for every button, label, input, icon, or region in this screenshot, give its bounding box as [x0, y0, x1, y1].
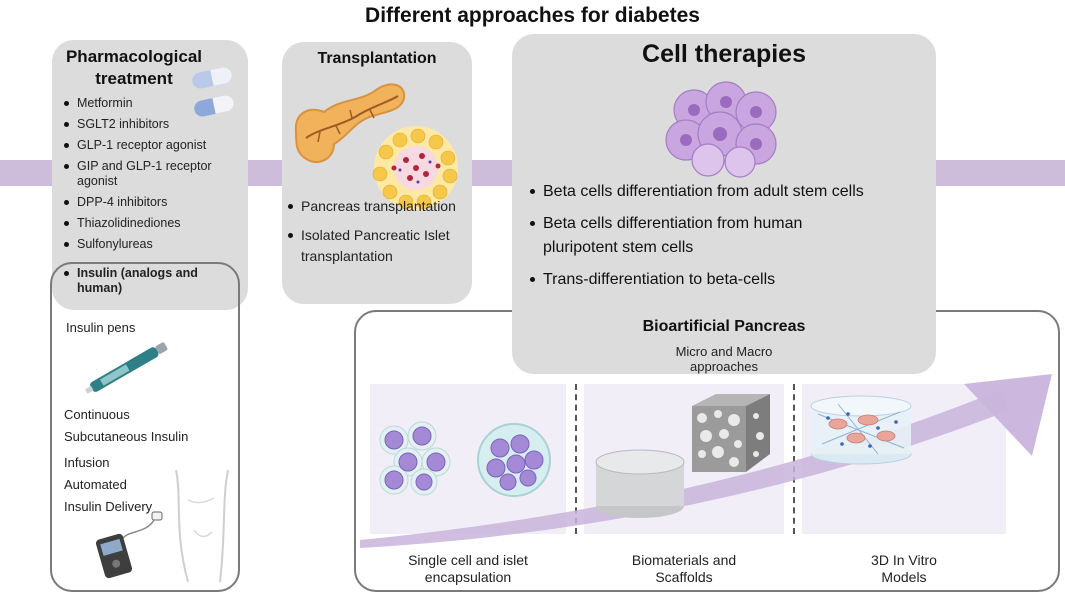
pancreas-icon [294, 83, 406, 163]
cell-therapies-heading: Cell therapies [642, 40, 806, 68]
drug-item: DPP-4 inhibitors [64, 195, 224, 210]
pharmacological-list: Metformin SGLT2 inhibitors GLP-1 recepto… [64, 96, 224, 258]
insulin-pen-icon [84, 342, 168, 394]
bioartificial-heading: Bioartificial Pancreas [642, 318, 806, 335]
islet-icon [372, 126, 458, 210]
cell-therapy-item: Beta cells differentiation from adult st… [530, 180, 930, 204]
drug-item: Thiazolidinediones [64, 216, 224, 231]
cell-therapy-item: Trans-differentiation to beta-cells [530, 268, 930, 292]
transplant-item: Pancreas transplantation [288, 196, 466, 217]
divider [575, 384, 577, 534]
drug-item: GLP-1 receptor agonist [64, 138, 224, 153]
encapsulation-icon [379, 421, 551, 497]
divider [793, 384, 795, 534]
caption-invitro: 3D In Vitro Models [871, 552, 937, 585]
bioartificial-subtitle: Micro and Macro approaches [675, 344, 773, 374]
insulin-pump-icon [95, 469, 229, 583]
stem-cells-icon [665, 81, 777, 178]
invitro-model-icon [810, 395, 912, 465]
drug-item: Sulfonylureas [64, 237, 224, 252]
scaffold-cube-icon [692, 394, 770, 472]
drug-item: SGLT2 inhibitors [64, 117, 224, 132]
drug-item: Metformin [64, 96, 224, 111]
transplant-item: Isolated Pancreatic Islet transplantatio… [288, 225, 466, 267]
insulin-pens-label: Insulin pens [66, 320, 136, 335]
insulin-item-list: Insulin (analogs and human) [64, 266, 214, 302]
insulin-box [50, 262, 240, 592]
hydrogel-disk-icon [595, 449, 685, 518]
caption-encapsulation: Single cell and islet encapsulation [408, 552, 528, 585]
transplantation-heading: Transplantation [317, 50, 437, 67]
pill-icon [192, 67, 234, 117]
caption-biomaterials: Biomaterials and Scaffolds [631, 552, 737, 585]
diagram-title: Different approaches for diabetes [365, 4, 700, 27]
insulin-item: Insulin (analogs and human) [64, 266, 214, 296]
csii-label: Continuous Subcutaneous Insulin Infusion… [64, 407, 189, 514]
cell-therapies-list: Beta cells differentiation from adult st… [530, 180, 930, 300]
cell-therapy-item: Beta cells differentiation from human pl… [530, 212, 843, 260]
transplantation-list: Pancreas transplantation Isolated Pancre… [288, 196, 466, 275]
pharmacological-heading: Pharmacological treatment [65, 47, 203, 88]
progress-arrow [360, 374, 1052, 548]
drug-item: GIP and GLP-1 receptor agonist [64, 159, 224, 189]
